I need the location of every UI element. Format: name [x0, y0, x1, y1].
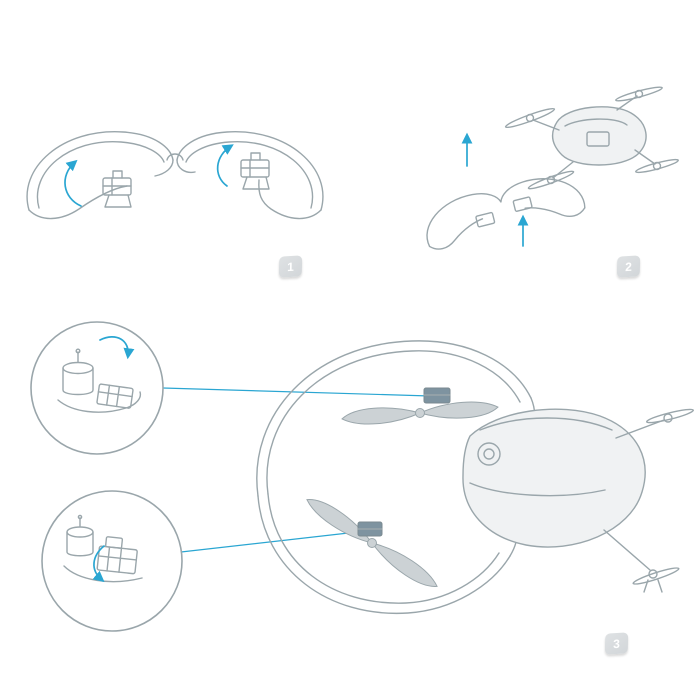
- propeller-guard-frame: [26, 131, 324, 220]
- guard-clip-mounted: [423, 387, 451, 404]
- drone-illustration: [504, 86, 679, 190]
- guard-piece: [426, 178, 586, 250]
- step-2-badge: 2: [616, 255, 641, 278]
- guard-clip-right: [240, 152, 270, 190]
- step-number: 1: [287, 259, 294, 274]
- guard-clip-mounted: [357, 521, 383, 537]
- rotate-arrow-icon: [216, 144, 234, 187]
- rear-arm: [615, 408, 694, 439]
- zoom-callout-circle: [41, 490, 183, 632]
- clip-detail-top: [57, 348, 142, 413]
- step-number: 2: [625, 259, 632, 274]
- rear-arm: [603, 529, 680, 593]
- step-1-badge: 1: [278, 255, 303, 278]
- connector-line: [162, 387, 431, 397]
- rotate-arrow-icon: [64, 159, 82, 207]
- guard-clip-left: [102, 170, 132, 208]
- connector-line: [180, 530, 367, 553]
- drone-with-guard: [256, 340, 694, 615]
- step-number: 3: [613, 636, 620, 651]
- step-2-illustration: [426, 86, 679, 250]
- step-1-illustration: [26, 131, 324, 220]
- zoom-callout-circle: [30, 321, 164, 455]
- drone-body: [462, 408, 646, 548]
- step-3-illustration: [30, 321, 694, 632]
- rotate-arrow-icon: [92, 545, 105, 583]
- propeller: [341, 401, 499, 425]
- rotate-arrow-icon: [99, 336, 135, 360]
- step-3-badge: 3: [604, 632, 629, 655]
- propeller: [306, 499, 438, 587]
